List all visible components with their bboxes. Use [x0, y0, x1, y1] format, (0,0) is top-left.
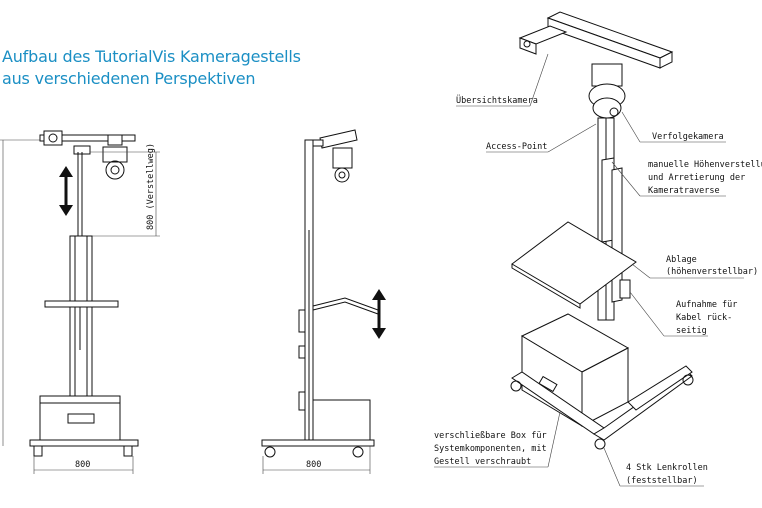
front-view: 800 (Verstellweg) 800 [0, 130, 160, 474]
side-tracking-camera [332, 147, 353, 169]
svg-text:manuelle Höhenverstellun: manuelle Höhenverstellun [648, 160, 762, 170]
front-tracking-camera [102, 146, 128, 163]
label-lenkrollen: 4 Stk Lenkrollen (feststellbar) [603, 447, 708, 487]
svg-text:(feststellbar): (feststellbar) [626, 476, 698, 486]
svg-text:Kameratraverse: Kameratraverse [648, 186, 720, 196]
title-line-2: aus verschiedenen Perspektiven [2, 69, 256, 88]
iso-wheel-3 [682, 374, 694, 386]
front-wheel-right [123, 445, 133, 457]
side-wheel-right [352, 446, 364, 458]
front-column [69, 235, 93, 397]
label-access-point: Access-Point [486, 123, 597, 153]
side-shelf-arm [312, 297, 379, 311]
iso-tracking-camera [591, 63, 623, 87]
side-view: 800 [261, 129, 386, 474]
front-width-dim-label: 800 [75, 460, 90, 470]
side-box [312, 399, 371, 441]
svg-text:Kabel rück-: Kabel rück- [676, 313, 732, 323]
svg-text:Aufnahme für: Aufnahme für [676, 300, 737, 310]
front-height-dim-label: 800 (Verstellweg) [146, 143, 156, 230]
svg-text:Verfolgekamera: Verfolgekamera [652, 132, 724, 142]
side-base [261, 439, 375, 447]
front-shelf [44, 300, 119, 308]
svg-text:und Arretierung der: und Arretierung der [648, 173, 745, 183]
label-hoehenverstellung: manuelle Höhenverstellun und Arretierung… [611, 160, 762, 197]
svg-text:4 Stk Lenkrollen: 4 Stk Lenkrollen [626, 463, 708, 473]
svg-text:seitig: seitig [676, 326, 707, 336]
label-uebersichtskamera: Übersichtskamera [456, 53, 549, 107]
side-width-dim-label: 800 [306, 460, 321, 470]
svg-text:Ablage: Ablage [666, 255, 697, 265]
front-base [29, 439, 139, 447]
label-box: verschließbare Box für Systemkomponenten… [434, 411, 561, 468]
svg-text:Systemkomponenten, mit: Systemkomponenten, mit [434, 444, 547, 454]
svg-text:Access-Point: Access-Point [486, 142, 547, 152]
side-overview-camera [319, 129, 358, 149]
svg-text:Gestell verschraubt: Gestell verschraubt [434, 457, 531, 467]
iso-wheel-1 [510, 380, 522, 392]
front-top-traverse [39, 134, 136, 142]
iso-wheel-2 [594, 438, 606, 450]
front-height-arrow [59, 166, 73, 216]
label-aufnahme: Aufnahme für Kabel rück- seitig [629, 291, 737, 337]
title-line-1: Aufbau des TutorialVis Kameragestells [2, 47, 301, 66]
iso-view: Übersichtskamera Access-Point Verfolgeka… [434, 11, 762, 487]
side-shelf-arrow [372, 289, 386, 339]
iso-cable-mount [619, 279, 631, 299]
svg-text:(höhenverstellbar): (höhenverstellbar) [666, 267, 758, 277]
label-verfolgekamera: Verfolgekamera [621, 111, 726, 143]
svg-text:Übersichtskamera: Übersichtskamera [456, 95, 538, 106]
side-wheel-left [264, 446, 276, 458]
svg-text:verschließbare Box für: verschließbare Box für [434, 431, 547, 441]
label-ablage: Ablage (höhenverstellbar) [631, 255, 758, 279]
iso-shelf [511, 221, 637, 305]
front-wheel-left [33, 445, 43, 457]
front-overview-camera [43, 130, 63, 146]
